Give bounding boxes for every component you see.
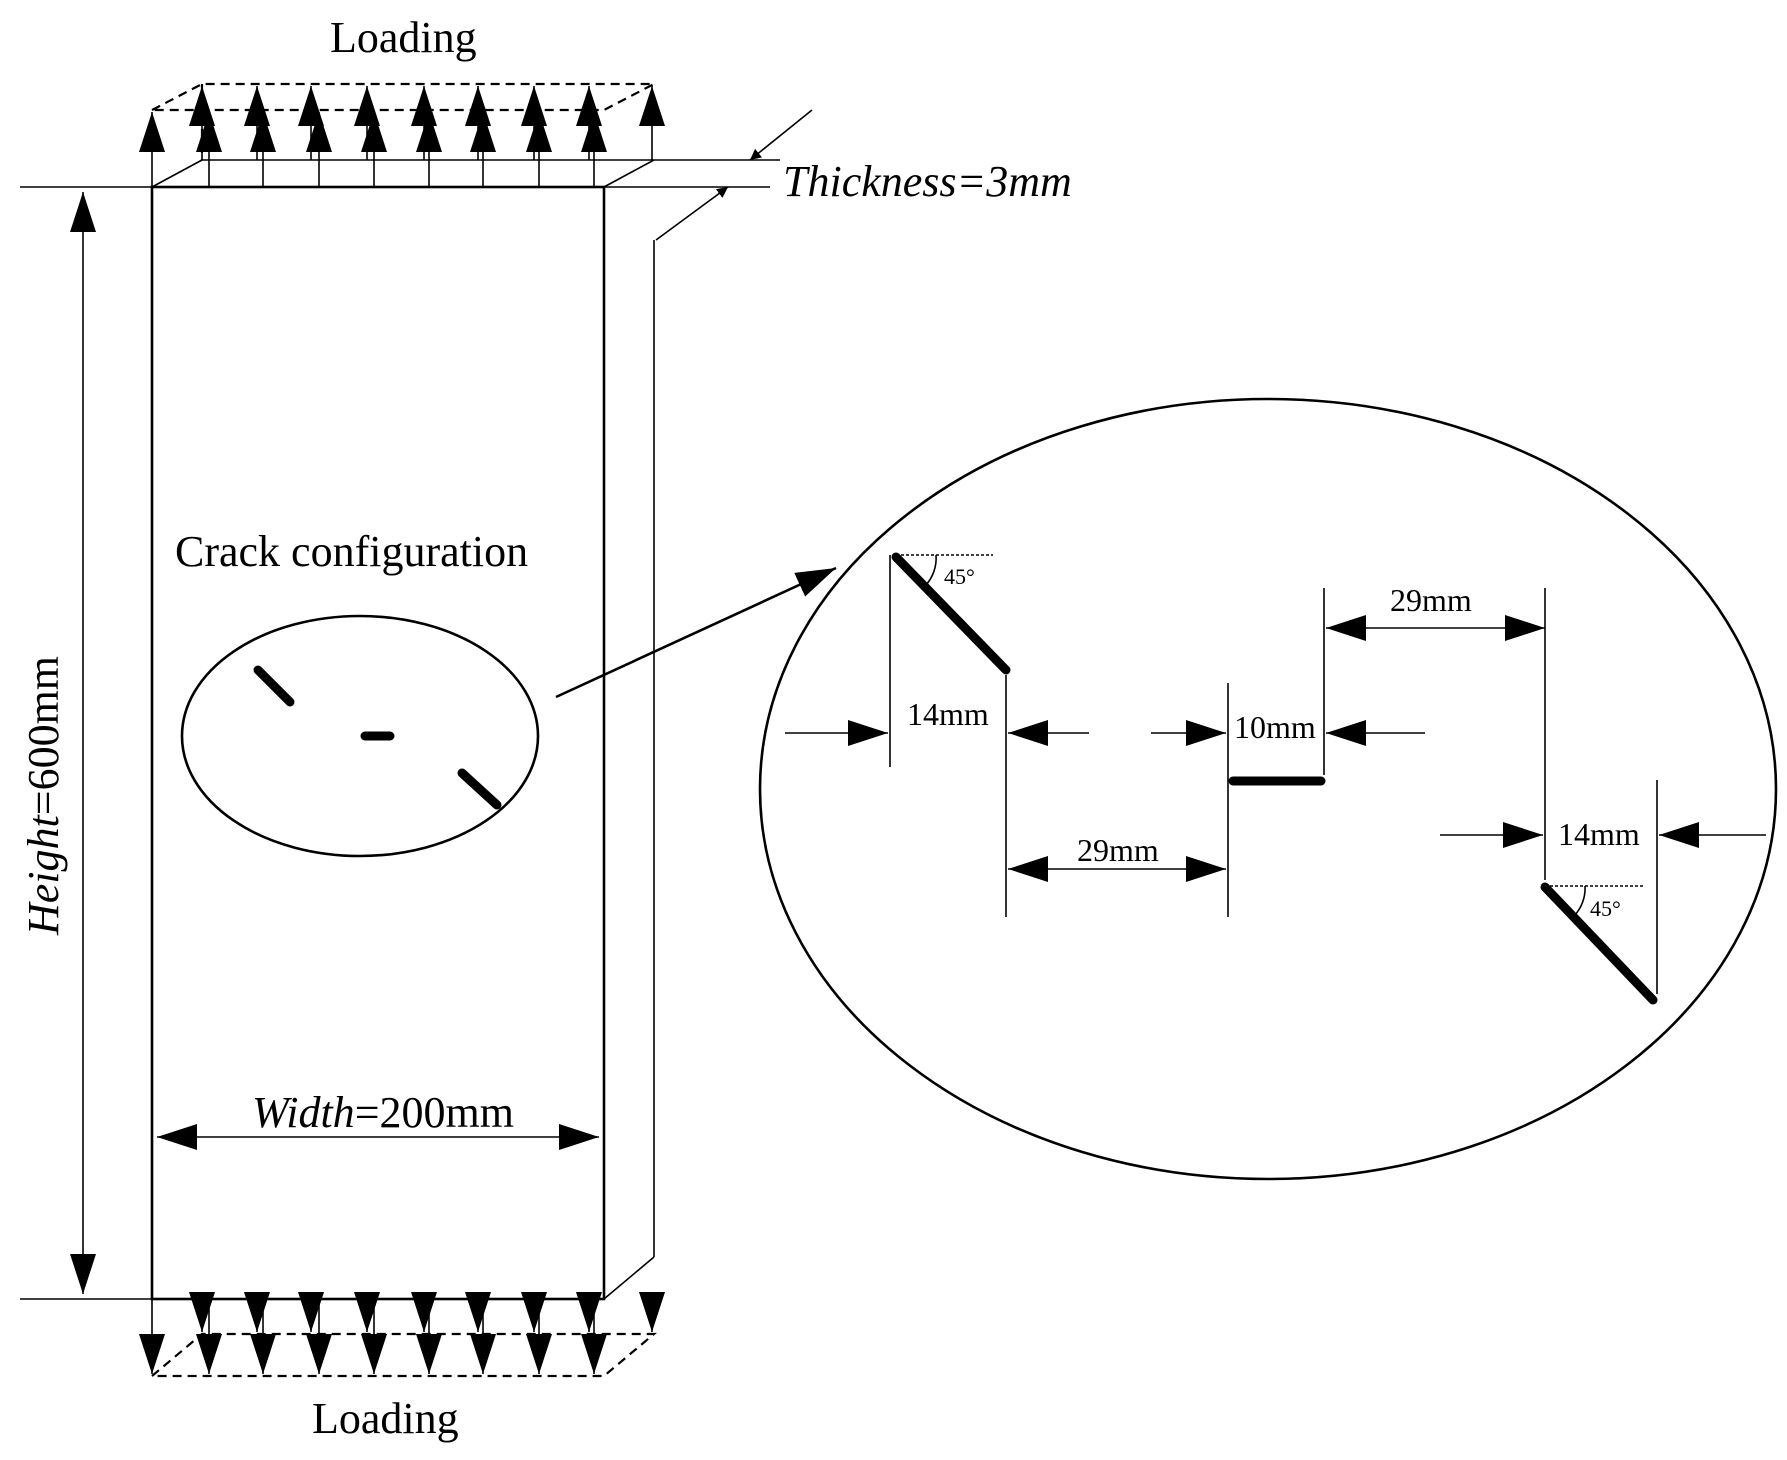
- crack-detail-ellipse: [758, 397, 1778, 1181]
- center-crack-width-label: 10mm: [1234, 709, 1316, 745]
- crack-overview-ellipse: [180, 614, 540, 858]
- right-crack-width-label: 14mm: [1558, 816, 1640, 852]
- thickness-label: Thickness=3mm: [783, 157, 1072, 206]
- magnify-arrow: [555, 566, 837, 699]
- gap-left-center-label: 29mm: [1077, 832, 1159, 868]
- crack-overview: Crack configuration: [175, 527, 837, 858]
- right-crack-angle-label: 45°: [1590, 896, 1621, 921]
- detail-crack-right: [1540, 882, 1658, 1005]
- right-crack-angle-arc: [1573, 885, 1586, 917]
- crack-detail: 45° 14mm 29mm 10mm 29mm 45° 14mm: [758, 397, 1778, 1181]
- width-label: Width=200mm: [252, 1088, 514, 1137]
- overview-crack-left: [253, 665, 295, 707]
- left-crack-angle-arc: [924, 554, 937, 587]
- loading-label-bottom: Loading: [312, 1394, 459, 1443]
- bottom-load-arrows: [139, 1292, 665, 1374]
- overview-crack-right: [457, 768, 502, 810]
- plate-top-back-edge: [151, 159, 203, 188]
- left-crack-angle-label: 45°: [944, 564, 975, 589]
- bottom-load-box-lower: [148, 1332, 658, 1378]
- detail-crack-left: [891, 552, 1011, 675]
- top-load-arrows: [139, 86, 665, 187]
- top-load-box-upper: [151, 82, 655, 112]
- thickness-arrow-upper: [749, 109, 813, 161]
- height-dimension: Height=600mm: [19, 186, 152, 1300]
- bottom-loading: [139, 1292, 665, 1378]
- thickness-arrow-lower: [655, 186, 729, 241]
- thickness-dimension: Thickness=3mm: [604, 109, 1072, 241]
- plate-bottom-side-edge: [603, 1256, 655, 1300]
- left-crack-width-label: 14mm: [907, 696, 989, 732]
- width-dimension: Width=200mm: [157, 1088, 599, 1150]
- loading-label-top: Loading: [330, 13, 477, 62]
- plate-top-side-edge: [603, 159, 655, 188]
- top-loading: [139, 82, 665, 187]
- gap-center-right-label: 29mm: [1390, 582, 1472, 618]
- crack-configuration-label: Crack configuration: [175, 527, 528, 576]
- height-label: Height=600mm: [19, 656, 68, 936]
